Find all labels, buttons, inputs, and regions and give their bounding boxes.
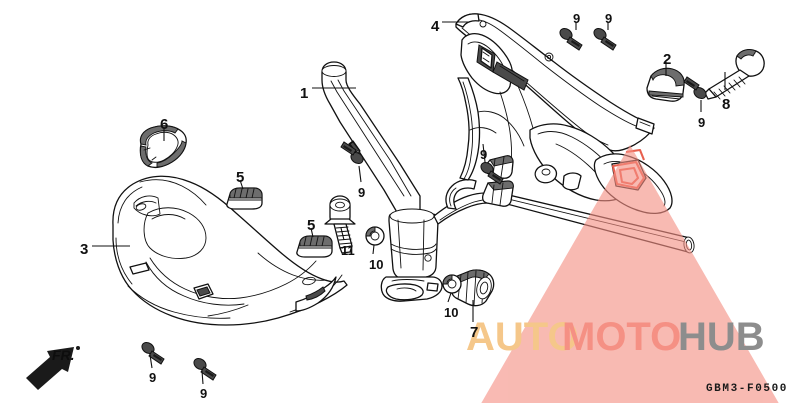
callout-upper-handle-cover[interactable]: 4 — [431, 18, 440, 35]
part-9-tapping-screws — [141, 27, 707, 381]
callout-plain-washer-a[interactable]: 10 — [369, 257, 384, 272]
callout-plain-washer-b[interactable]: 10 — [444, 305, 459, 320]
part-5-clip-a — [226, 187, 263, 210]
callout-clip-a[interactable]: 5 — [236, 169, 245, 186]
diagram-part-code: GBM3-F0500 — [705, 383, 788, 395]
part-10-plain-washer-b — [442, 274, 462, 294]
part-5-clip-b — [296, 235, 333, 258]
callout-tapping-screw-b[interactable]: 9 — [605, 11, 613, 26]
part-6-rubber-grommet — [139, 125, 187, 169]
callout-socket-flange-bolt[interactable]: 11 — [341, 243, 355, 258]
callout-flange-nut[interactable]: 7 — [470, 324, 479, 341]
front-direction-label: FR. — [52, 347, 75, 363]
callout-tapping-screw-c[interactable]: 9 — [698, 115, 706, 130]
callout-tapping-screw-d[interactable]: 9 — [358, 185, 366, 200]
front-direction-arrow — [26, 346, 80, 390]
callout-tapping-screw-e[interactable]: 9 — [480, 147, 488, 162]
part-10-plain-washer-a — [365, 226, 385, 246]
callout-cover-clip[interactable]: 2 — [663, 51, 672, 68]
callout-tapping-screw-g[interactable]: 9 — [200, 386, 208, 401]
callout-tapping-screw-f[interactable]: 9 — [149, 370, 157, 385]
callout-leader-lines — [92, 21, 726, 385]
callout-hex-flange-bolt[interactable]: 8 — [722, 96, 731, 113]
part-3-lower-handle-cover — [112, 175, 348, 326]
callout-handlebar-pipe[interactable]: 1 — [300, 85, 309, 102]
part-11-socket-flange-bolt — [324, 195, 356, 254]
callout-clip-b[interactable]: 5 — [307, 217, 316, 234]
part-8-hex-flange-bolt — [704, 49, 765, 100]
callout-rubber-grommet[interactable]: 6 — [160, 116, 169, 133]
callout-tapping-screw-a[interactable]: 9 — [573, 11, 581, 26]
callout-lower-handle-cover[interactable]: 3 — [80, 241, 89, 258]
